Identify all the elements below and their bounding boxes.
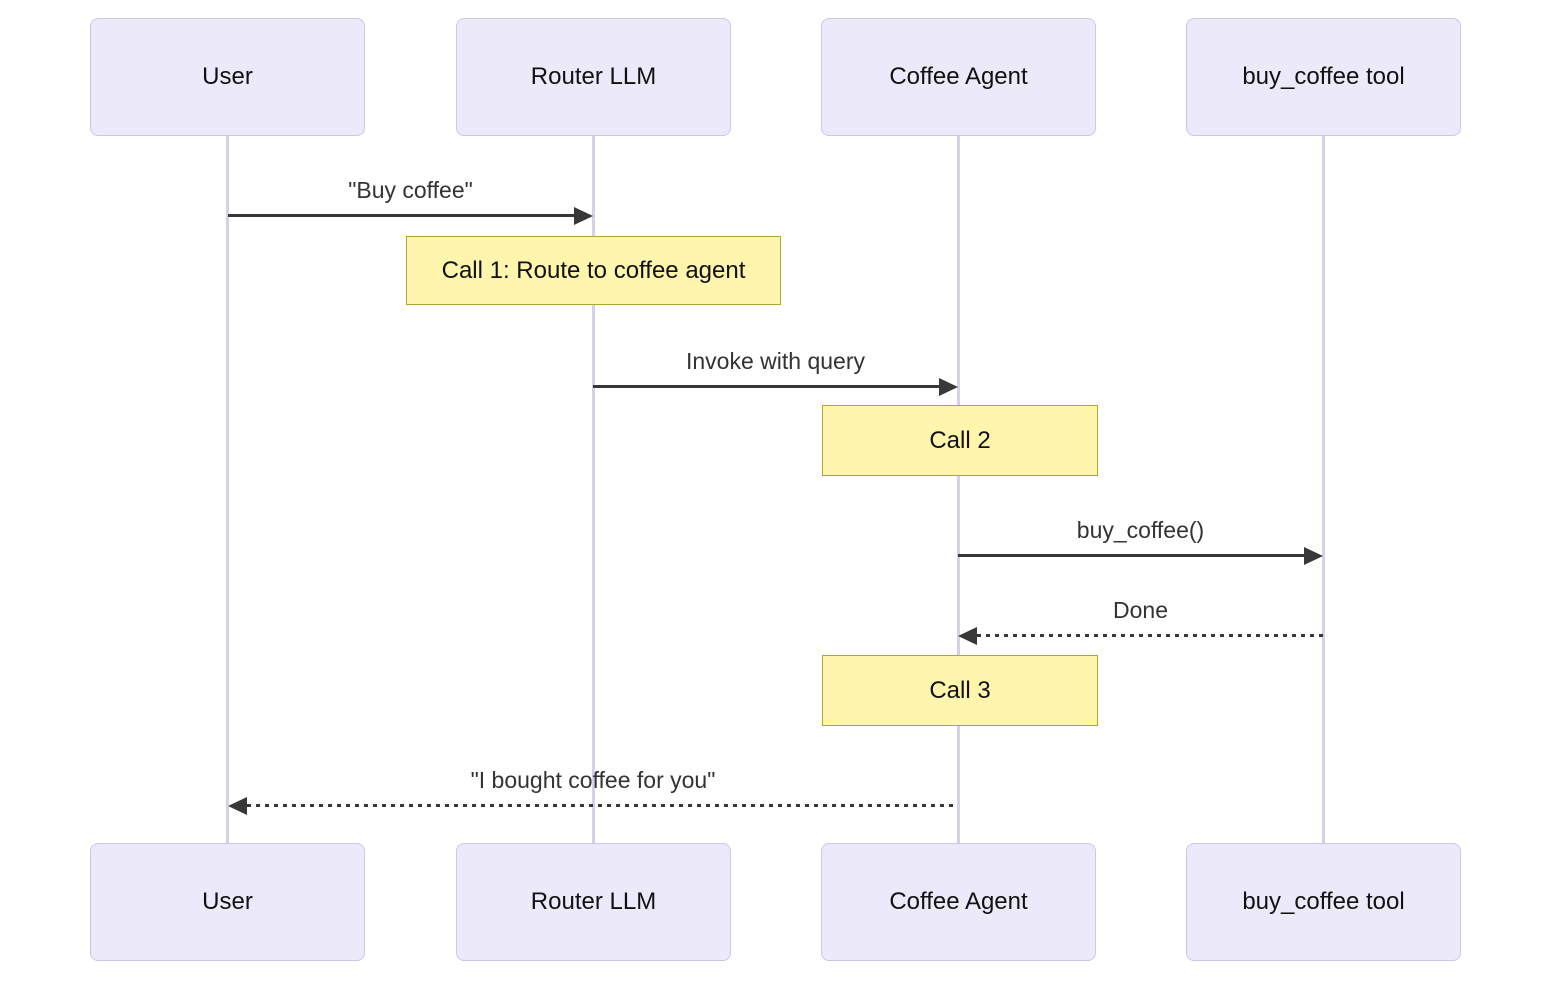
actor-label: Router LLM — [530, 888, 657, 915]
message-2-arrowhead-icon — [939, 378, 958, 396]
message-4-label: Done — [1113, 597, 1168, 623]
message-2-line — [593, 385, 943, 388]
message-1-label: "Buy coffee" — [348, 177, 473, 203]
actor-bottom-router-llm: Router LLM — [456, 843, 731, 961]
message-2-label: Invoke with query — [686, 348, 865, 374]
note-1: Call 1: Route to coffee agent — [406, 236, 781, 305]
message-3-line — [958, 554, 1308, 557]
actor-label: User — [202, 63, 253, 90]
message-4-line — [977, 634, 1323, 637]
lifeline-coffee-agent — [957, 136, 960, 845]
note-3: Call 3 — [822, 655, 1098, 726]
note-label: Call 3 — [929, 676, 991, 704]
lifeline-buy-coffee-tool — [1322, 136, 1325, 845]
actor-label: User — [202, 888, 253, 915]
actor-label: buy_coffee tool — [1242, 888, 1405, 915]
actor-top-coffee-agent: Coffee Agent — [821, 18, 1096, 136]
message-5-arrowhead-icon — [228, 797, 247, 815]
note-label: Call 2 — [929, 426, 991, 454]
message-5-label: "I bought coffee for you" — [470, 767, 716, 793]
actor-top-buy-coffee-tool: buy_coffee tool — [1186, 18, 1461, 136]
message-4-arrowhead-icon — [958, 627, 977, 645]
message-1-line — [228, 214, 578, 217]
lifeline-user — [226, 136, 229, 845]
message-3-label: buy_coffee() — [1076, 517, 1205, 543]
note-2: Call 2 — [822, 405, 1098, 476]
message-3-arrowhead-icon — [1304, 547, 1323, 565]
actor-bottom-user: User — [90, 843, 365, 961]
message-1-arrowhead-icon — [574, 207, 593, 225]
actor-label: buy_coffee tool — [1242, 63, 1405, 90]
actor-bottom-buy-coffee-tool: buy_coffee tool — [1186, 843, 1461, 961]
actor-bottom-coffee-agent: Coffee Agent — [821, 843, 1096, 961]
actor-top-user: User — [90, 18, 365, 136]
actor-top-router-llm: Router LLM — [456, 18, 731, 136]
actor-label: Coffee Agent — [889, 888, 1028, 915]
actor-label: Coffee Agent — [889, 63, 1028, 90]
actor-label: Router LLM — [530, 63, 657, 90]
message-5-line — [247, 804, 958, 807]
lifeline-router-llm — [592, 136, 595, 845]
note-label: Call 1: Route to coffee agent — [441, 256, 746, 284]
